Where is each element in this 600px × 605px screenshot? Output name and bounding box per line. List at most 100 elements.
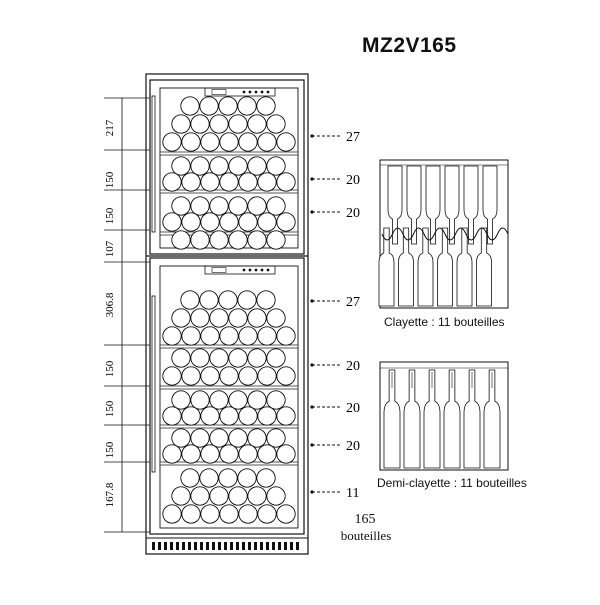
- bottle-end: [190, 348, 210, 368]
- total-capacity: 165: [354, 512, 376, 527]
- wine-cabinet: [145, 73, 309, 555]
- dimension-label: 150: [104, 400, 116, 417]
- bottle-end: [266, 348, 286, 368]
- grille-slot: [152, 542, 155, 550]
- bottle-end: [256, 96, 276, 116]
- full-shelf-caption: Clayette : 11 bouteilles: [384, 315, 505, 329]
- bottle-end: [228, 308, 248, 328]
- bottle-end: [257, 132, 277, 152]
- bottle-end: [266, 308, 286, 328]
- bottle-end: [219, 406, 239, 426]
- dimension-label: 107: [104, 240, 116, 257]
- bottle-end: [247, 486, 267, 506]
- bottle-side: [463, 165, 479, 245]
- bottle-end: [162, 406, 182, 426]
- bottle-end: [257, 212, 277, 232]
- bottle-end: [219, 366, 239, 386]
- grille-slot: [218, 542, 221, 550]
- shelf: [159, 151, 299, 156]
- bottle-end: [209, 156, 229, 176]
- bottle-end: [266, 114, 286, 134]
- bottle-end: [190, 114, 210, 134]
- bottle-end: [209, 308, 229, 328]
- capacity-label: 27: [346, 130, 360, 145]
- dimension-label: 167.8: [104, 482, 116, 507]
- bottle-end: [209, 230, 229, 250]
- bottle-end: [171, 348, 191, 368]
- bottle-end: [219, 212, 239, 232]
- bottle-end: [180, 96, 200, 116]
- bottle-end: [257, 444, 277, 464]
- capacity-leader-dot: [310, 299, 314, 303]
- capacity-leader-dot: [310, 177, 314, 181]
- bottle-end: [209, 486, 229, 506]
- bottle-end: [171, 156, 191, 176]
- bottle-end: [266, 428, 286, 448]
- bottle-end: [209, 428, 229, 448]
- capacity-label: 27: [346, 295, 360, 310]
- grille-slot: [278, 542, 281, 550]
- grille-slot: [266, 542, 269, 550]
- bottle-end: [228, 114, 248, 134]
- lower-handle: [151, 295, 156, 473]
- bottle-end: [237, 290, 257, 310]
- panel-button-dot: [266, 268, 270, 272]
- grille-slot: [284, 542, 287, 550]
- bottle-end: [190, 428, 210, 448]
- bottle-end: [238, 504, 258, 524]
- bottle-end: [162, 326, 182, 346]
- bottle-side: [398, 227, 414, 307]
- bottle-end: [218, 290, 238, 310]
- bottle-end: [209, 114, 229, 134]
- bottle-side: [443, 369, 461, 469]
- panel-button-dot: [248, 268, 252, 272]
- bottle-end: [162, 212, 182, 232]
- lower-control-panel: [204, 265, 276, 275]
- bottle-end: [266, 486, 286, 506]
- bottle-end: [238, 172, 258, 192]
- control-panel-buttons: [211, 89, 270, 273]
- bottle-end: [247, 230, 267, 250]
- bottle-end: [238, 444, 258, 464]
- grille-slot: [296, 542, 299, 550]
- bottle-end: [190, 486, 210, 506]
- grille-slot: [158, 542, 161, 550]
- bottle-side: [444, 165, 460, 245]
- panel-button-dot: [254, 90, 258, 94]
- capacity-leader-dot: [310, 405, 314, 409]
- dimension-ticks: [104, 97, 150, 533]
- bottle-side: [425, 165, 441, 245]
- bottle-end: [200, 406, 220, 426]
- half-shelf-detail: [379, 361, 509, 471]
- bottle-end: [276, 504, 296, 524]
- bottle-end: [181, 504, 201, 524]
- grille-slot: [194, 542, 197, 550]
- half-shelf-frame: [379, 361, 509, 471]
- base-grille-slots: [152, 542, 299, 550]
- total-capacity-unit: bouteilles: [340, 528, 392, 543]
- bottle-end: [228, 486, 248, 506]
- bottle-end: [171, 230, 191, 250]
- bottle-end: [171, 114, 191, 134]
- bottle-end: [200, 326, 220, 346]
- bottle-end: [257, 406, 277, 426]
- bottle-end: [276, 172, 296, 192]
- upper-door-frame: [149, 79, 305, 255]
- capacity-leader-dot: [310, 443, 314, 447]
- bottle-end: [276, 132, 296, 152]
- bottle-end: [219, 132, 239, 152]
- bottle-end: [181, 132, 201, 152]
- bottle-end: [190, 196, 210, 216]
- bottle-end: [247, 390, 267, 410]
- bottle-end: [171, 196, 191, 216]
- bottle-end: [276, 444, 296, 464]
- bottle-end: [180, 290, 200, 310]
- bottle-end: [199, 96, 219, 116]
- bottle-end: [190, 156, 210, 176]
- grille-slot: [290, 542, 293, 550]
- bottle-end: [190, 308, 210, 328]
- bottle-end: [228, 196, 248, 216]
- bottle-end: [228, 428, 248, 448]
- bottle-end: [238, 366, 258, 386]
